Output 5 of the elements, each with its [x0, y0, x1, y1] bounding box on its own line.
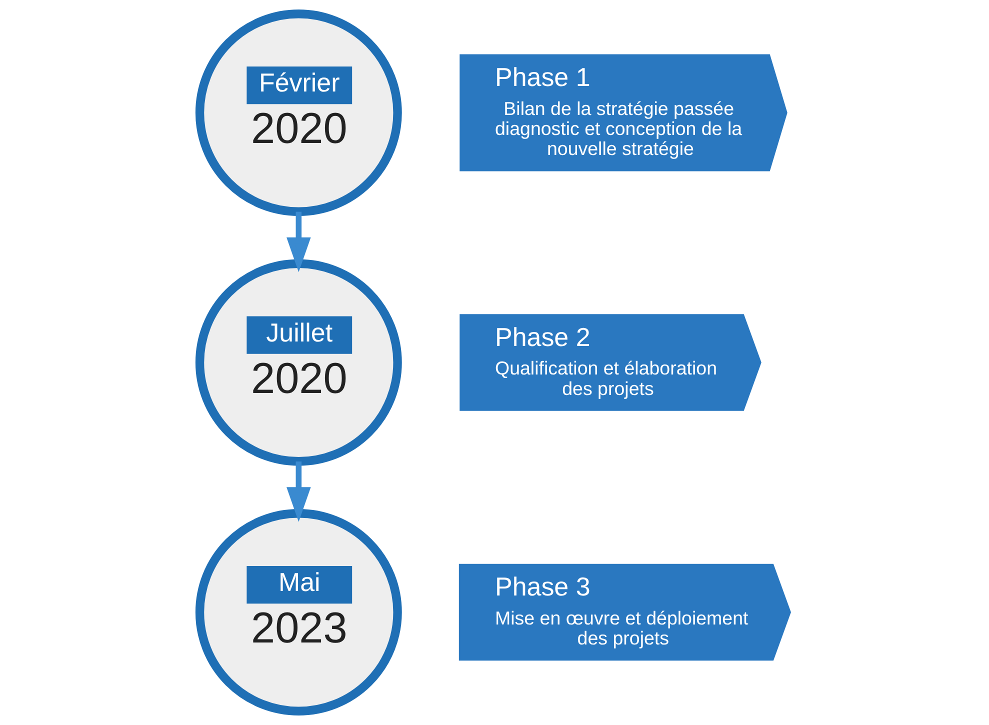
arrow	[286, 462, 310, 522]
node-circle: Juillet 2020	[194, 259, 402, 466]
node-circle: Février 2020	[194, 10, 402, 216]
arrow	[286, 212, 310, 272]
node-circle: Mai 2023	[194, 509, 402, 716]
